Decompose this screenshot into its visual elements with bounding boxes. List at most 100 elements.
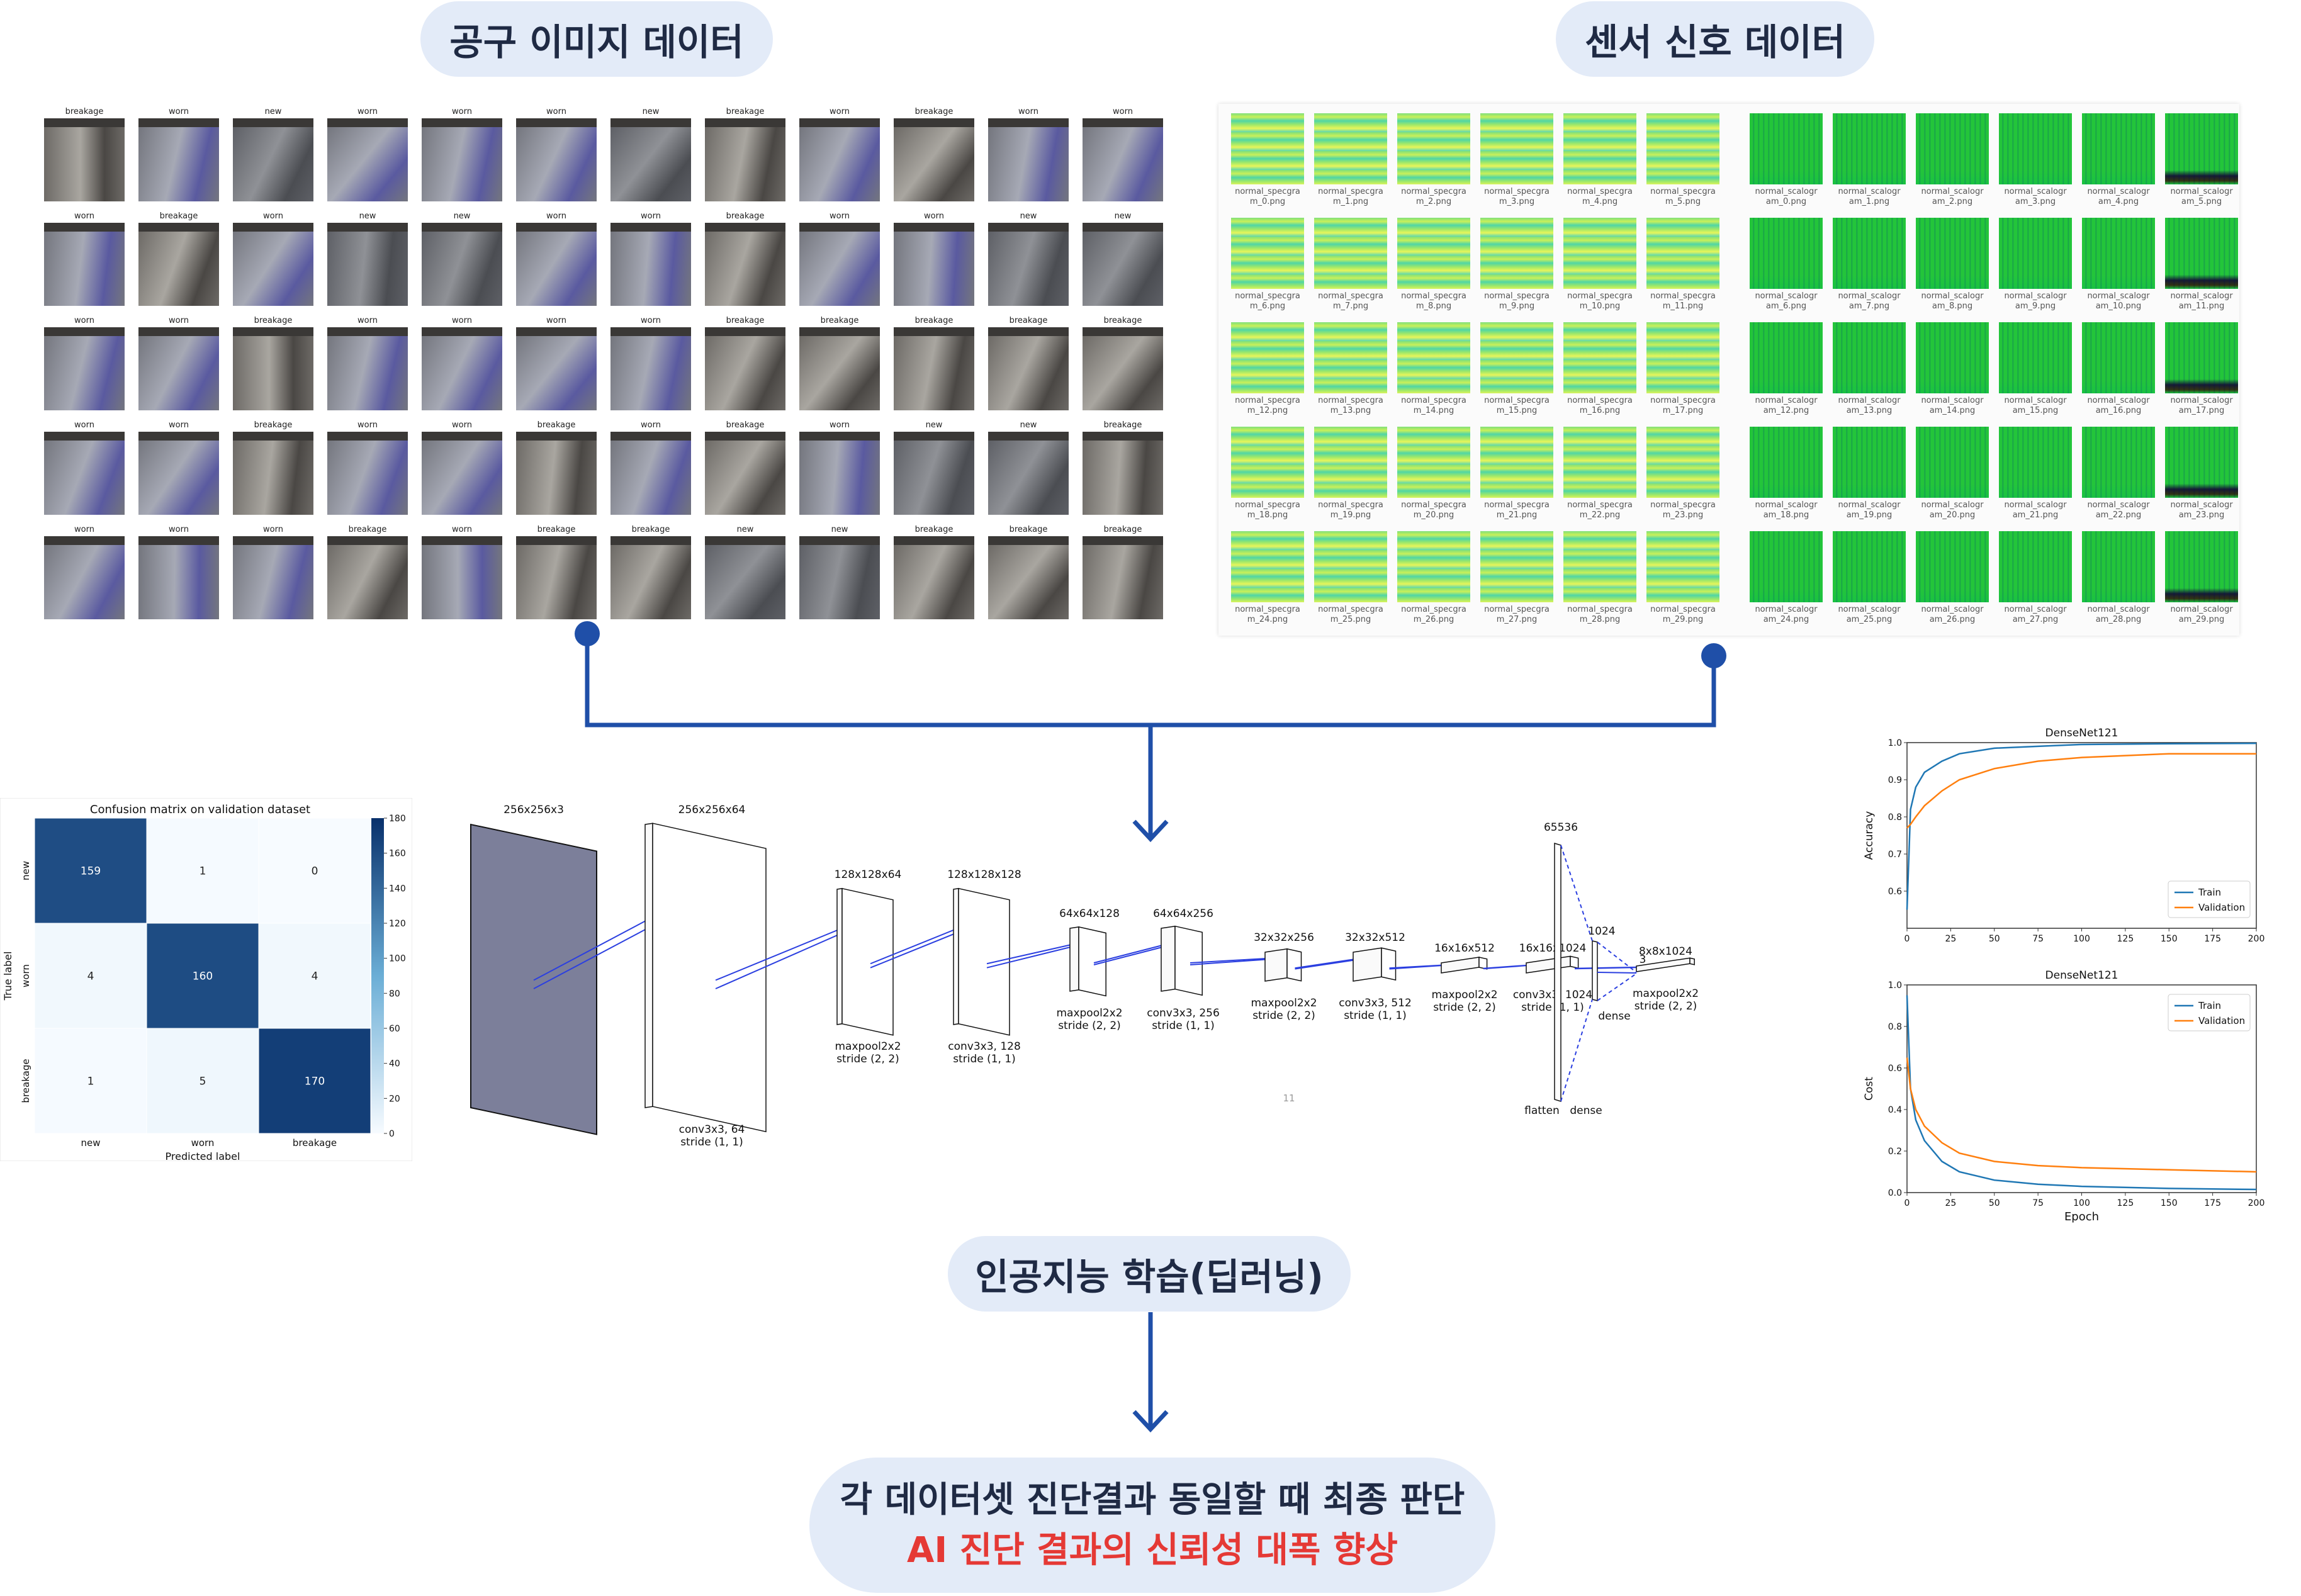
- scalogram-cell: normal_scalogr am_20.png: [1916, 427, 1989, 521]
- tool-image-label: new: [1020, 211, 1037, 221]
- spectrogram-caption: normal_specgra m_1.png: [1318, 187, 1383, 206]
- tool-image-cell: breakage: [233, 316, 313, 410]
- spectrogram-image: [1480, 427, 1553, 498]
- layer-size-label: 256x256x64: [678, 804, 746, 816]
- y-tick-label: 1.0: [1888, 981, 1902, 991]
- scalogram-caption: normal_scalogr am_2.png: [1921, 187, 1984, 206]
- confusion-matrix-value: 0: [312, 865, 318, 878]
- spectrogram-caption: normal_specgra m_29.png: [1650, 605, 1716, 624]
- tool-image-label: worn: [169, 525, 189, 534]
- spectrogram-image: [1314, 113, 1387, 184]
- layer-op-label: stride (1, 1): [680, 1136, 743, 1149]
- scalogram-image: [1916, 113, 1989, 184]
- confusion-matrix-y-tick: breakage: [20, 1059, 31, 1103]
- scalogram-cell: normal_scalogr am_7.png: [1833, 218, 1906, 312]
- tool-image-label: worn: [74, 211, 94, 221]
- tool-image-cell: worn: [233, 525, 313, 619]
- y-axis-label: Accuracy: [1863, 811, 1876, 860]
- tool-image-cell: worn: [422, 525, 502, 619]
- scalogram-image: [1750, 218, 1823, 289]
- dense-layer: [1592, 940, 1598, 1001]
- feature-map-face: [1174, 925, 1203, 996]
- scalogram-image: [1916, 427, 1989, 498]
- scalogram-caption: normal_scalogr am_18.png: [1755, 500, 1818, 520]
- tool-image: [705, 118, 785, 201]
- scalogram-cell: normal_scalogr am_22.png: [2082, 427, 2155, 521]
- confusion-matrix-cell: [146, 1028, 259, 1134]
- scalogram-image: [1999, 113, 2072, 184]
- tool-image-label: new: [1020, 420, 1037, 430]
- confusion-matrix-value: 160: [193, 970, 213, 983]
- spectrogram-cell: normal_specgra m_12.png: [1231, 322, 1304, 417]
- tool-image: [894, 223, 974, 306]
- scalogram-caption: normal_scalogr am_11.png: [2170, 291, 2233, 311]
- tool-image: [44, 432, 125, 515]
- layer-op-label: conv3x3, 128: [948, 1040, 1021, 1053]
- spectrogram-caption: normal_specgra m_23.png: [1650, 500, 1716, 520]
- feature-map-face: [1078, 926, 1106, 997]
- scalogram-image: [2082, 322, 2155, 393]
- spectrogram-cell: normal_specgra m_10.png: [1563, 218, 1636, 312]
- scalogram-caption: normal_scalogr am_29.png: [2170, 605, 2233, 624]
- tool-image: [799, 118, 880, 201]
- connector-lines: [575, 621, 1726, 843]
- layer-op-label: maxpool2x2: [1633, 987, 1699, 1000]
- spectrogram-image: [1397, 531, 1470, 602]
- scalogram-caption: normal_scalogr am_14.png: [1921, 396, 1984, 415]
- tool-image-label: breakage: [631, 525, 670, 534]
- scalogram-cell: normal_scalogr am_17.png: [2165, 322, 2238, 417]
- confusion-matrix-value: 1: [200, 865, 206, 878]
- merge-line: [585, 634, 1716, 728]
- tool-image-label: breakage: [537, 420, 576, 430]
- layer-op-label: conv3x3, 1024: [1513, 989, 1592, 1001]
- spectrogram-image: [1231, 113, 1304, 184]
- spectrogram-caption: normal_specgra m_5.png: [1650, 187, 1716, 206]
- scalogram-image: [1916, 531, 1989, 602]
- tool-image-cell: worn: [44, 316, 125, 410]
- x-tick-label: 50: [1989, 1198, 2000, 1208]
- spectrogram-caption: normal_specgra m_7.png: [1318, 291, 1383, 311]
- spectrogram-caption: normal_specgra m_14.png: [1401, 396, 1466, 415]
- tool-image-label: breakage: [914, 107, 954, 116]
- spectrogram-image: [1231, 322, 1304, 393]
- spectrogram-caption: normal_specgra m_3.png: [1484, 187, 1550, 206]
- scalogram-caption: normal_scalogr am_20.png: [1921, 500, 1984, 520]
- tool-image-cell: breakage: [894, 316, 974, 410]
- scalogram-image: [2165, 113, 2238, 184]
- dense-size-label: 1024: [1588, 925, 1615, 938]
- confusion-matrix-y-tick: worn: [20, 964, 31, 987]
- tool-image: [327, 327, 408, 410]
- spectrogram-image: [1563, 113, 1636, 184]
- spectrogram-cell: normal_specgra m_15.png: [1480, 322, 1553, 417]
- tool-image-cell: breakage: [894, 107, 974, 201]
- tool-image-cell: worn: [422, 420, 502, 515]
- spectrogram-image: [1231, 218, 1304, 289]
- scalogram-caption: normal_scalogr am_0.png: [1755, 187, 1818, 206]
- layer-size-label: 32x32x256: [1254, 931, 1314, 944]
- spectrogram-image: [1231, 427, 1304, 498]
- tool-image-cell: new: [422, 211, 502, 306]
- connection-line: [1190, 957, 1275, 964]
- tool-image-cell: breakage: [988, 525, 1069, 619]
- x-tick-label: 175: [2204, 934, 2221, 944]
- x-tick-label: 150: [2161, 934, 2178, 944]
- tool-image: [44, 223, 125, 306]
- spectrogram-caption: normal_specgra m_17.png: [1650, 396, 1716, 415]
- spectrogram-cell: normal_specgra m_1.png: [1314, 113, 1387, 208]
- spectrogram-cell: normal_specgra m_19.png: [1314, 427, 1387, 521]
- scalogram-image: [1833, 218, 1906, 289]
- feature-map-side: [1353, 947, 1382, 982]
- tool-image-cell: new: [894, 420, 974, 515]
- spectrogram-cell: normal_specgra m_5.png: [1646, 113, 1719, 208]
- tool-image-cell: worn: [1083, 107, 1163, 201]
- tool-image-cell: new: [799, 525, 880, 619]
- dense-label-2: dense: [1598, 1010, 1630, 1023]
- tool-image-label: breakage: [820, 316, 859, 325]
- spectrogram-caption: normal_specgra m_27.png: [1484, 605, 1550, 624]
- y-tick-label: 0.2: [1888, 1147, 1902, 1157]
- tool-image-label: breakage: [1103, 316, 1142, 325]
- scalogram-caption: normal_scalogr am_15.png: [2004, 396, 2067, 415]
- tool-image-label: new: [264, 107, 282, 116]
- tool-image: [327, 536, 408, 619]
